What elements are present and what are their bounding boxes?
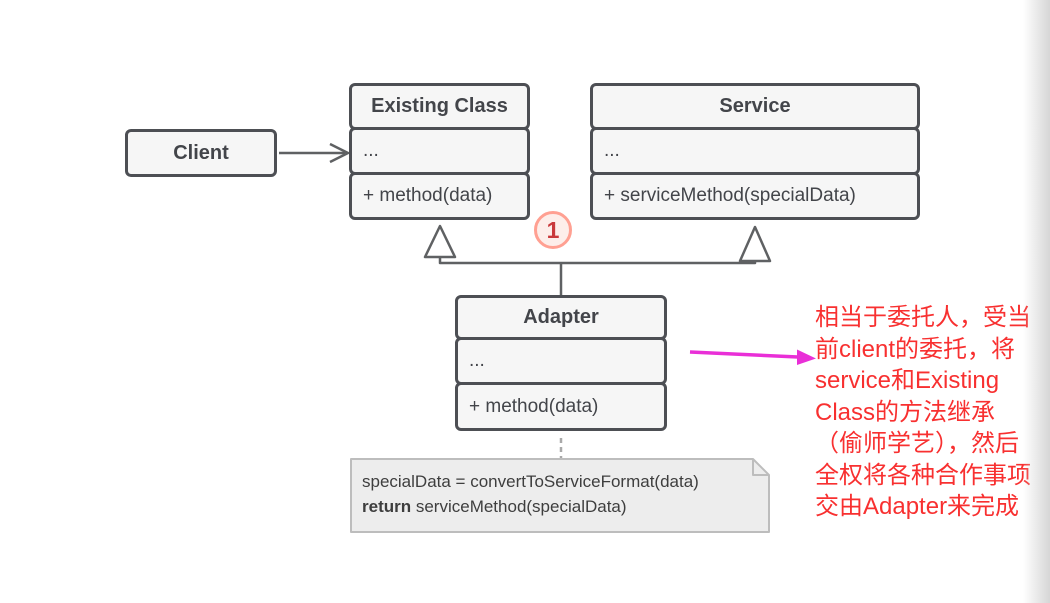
annotation-line: 交由Adapter来完成 xyxy=(815,493,1020,520)
annotation-line: （偷师学艺），然后 xyxy=(815,430,1019,457)
client-class-box: Client xyxy=(125,129,277,177)
annotation-arrowhead-icon xyxy=(797,349,816,365)
annotation-line: service和Existing xyxy=(815,367,1000,394)
service-class-method-row: + serviceMethod(specialData) xyxy=(590,172,920,220)
pseudocode-note: specialData = convertToServiceFormat(dat… xyxy=(362,469,699,519)
note-dogear-icon xyxy=(752,459,769,476)
existing-class-ellipsis-row: ... xyxy=(349,127,530,175)
adapter-class-title: Adapter xyxy=(455,295,667,340)
adapter-class-box: Adapter ... + method(data) xyxy=(455,295,667,431)
open-arrowhead-icon xyxy=(329,142,351,164)
note-line-1: specialData = convertToServiceFormat(dat… xyxy=(362,472,699,491)
annotation-line: Class的方法继承 xyxy=(815,398,996,426)
existing-class-method-row: + method(data) xyxy=(349,172,530,220)
adapter-class-ellipsis-row: ... xyxy=(455,337,667,385)
adapter-class-method-row: + method(data) xyxy=(455,382,667,431)
client-class-title: Client xyxy=(125,129,277,177)
existing-class-box: Existing Class ... + method(data) xyxy=(349,83,530,220)
note-shape xyxy=(350,458,770,533)
existing-class-title: Existing Class xyxy=(349,83,530,130)
service-class-title: Service xyxy=(590,83,920,130)
inheritance-triangle-left-icon xyxy=(423,224,457,259)
note-line-2: return serviceMethod(specialData) xyxy=(362,494,699,519)
service-class-ellipsis-row: ... xyxy=(590,127,920,175)
annotation-line: 相当于委托人，受当 xyxy=(815,304,1031,331)
annotation-arrow-shaft xyxy=(689,350,799,359)
annotation-line: 前client的委托，将 xyxy=(815,335,1016,363)
annotation-line: 全权将各种合作事项 xyxy=(815,461,1031,489)
inheritance-triangle-right-icon xyxy=(738,225,772,263)
service-class-box: Service ... + serviceMethod(specialData) xyxy=(590,83,920,220)
step-badge: 1 xyxy=(534,211,572,249)
inheritance-connector-line xyxy=(438,258,757,265)
note-line-2-rest: serviceMethod(specialData) xyxy=(411,497,627,516)
note-return-keyword: return xyxy=(362,497,412,516)
annotation-text: 相当于委托人，受当 前client的委托，将 service和Existing … xyxy=(815,302,1031,523)
